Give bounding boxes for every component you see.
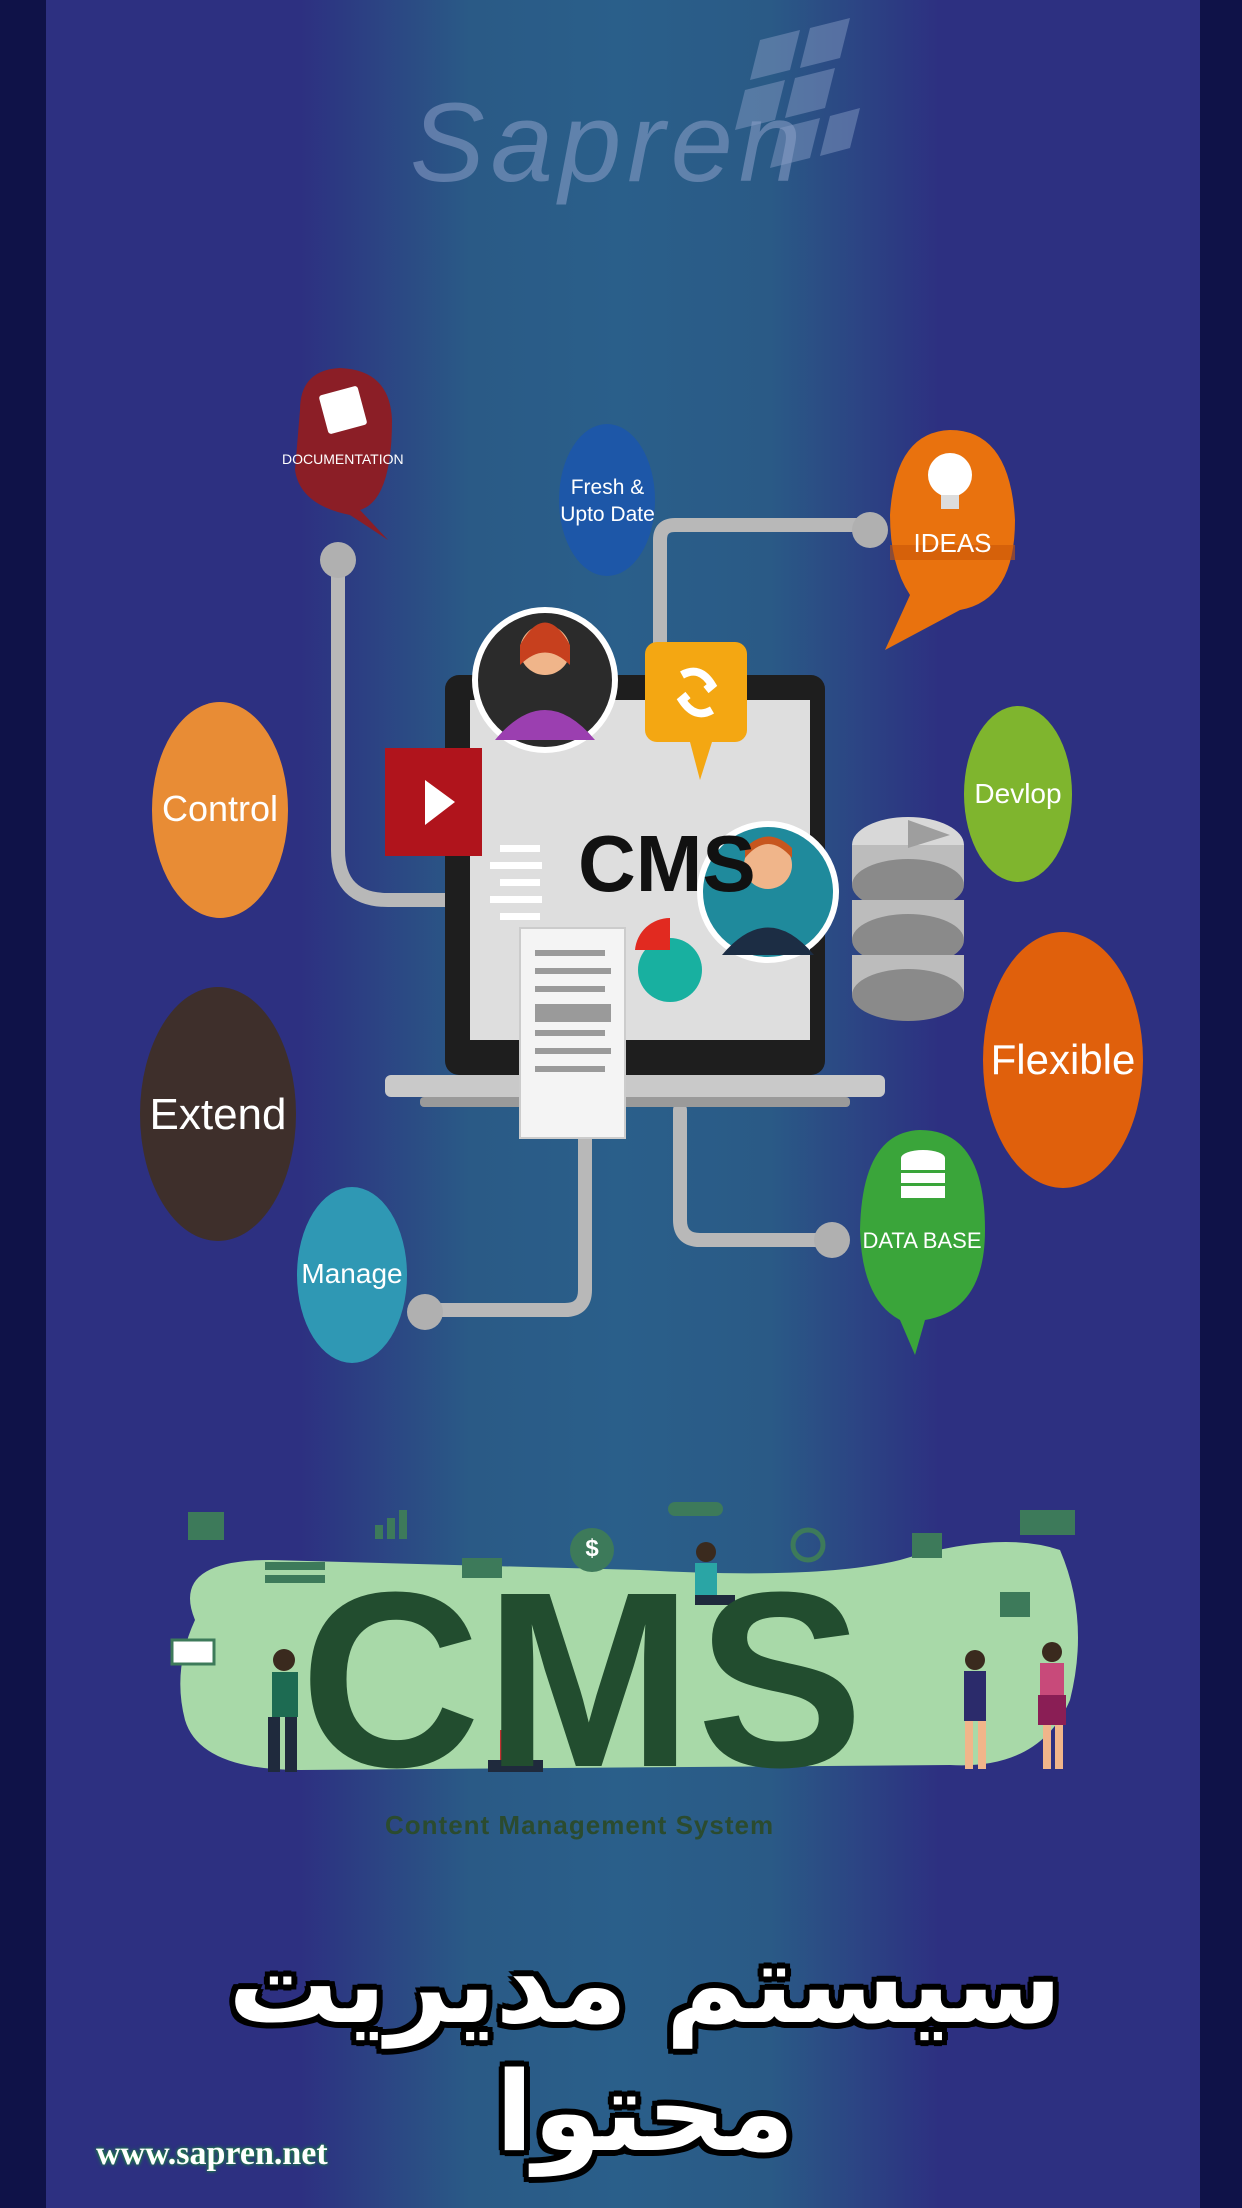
bubble-fresh-line-1: Fresh & <box>570 476 645 499</box>
screen-cms-label: CMS <box>578 819 756 908</box>
banner-cms-title: CMS <box>300 1540 868 1819</box>
bubble-manage-label: Manage <box>301 1258 403 1289</box>
bubble-fresh-label: Fresh & Upto Date <box>560 474 655 529</box>
sapren-logo: Sapren <box>410 80 808 205</box>
dollar-icon: $ <box>585 1535 599 1562</box>
banner-icons <box>170 1502 1075 1666</box>
banner-subtitle: Content Management System <box>385 1810 775 1840</box>
bubble-control-label: Control <box>161 788 279 829</box>
bubble-devlop-label: Devlop <box>974 778 1062 809</box>
bubble-database-label: DATA BASE <box>862 1228 982 1253</box>
website-link[interactable]: www.sapren.net <box>96 2135 328 2172</box>
bubble-documentation-label: DOCUMENTATION <box>282 451 404 467</box>
bubble-fresh-line-2: Upto Date <box>560 503 655 527</box>
bubble-extend-label: Extend <box>149 1090 287 1139</box>
bubble-flexible-label: Flexible <box>990 1036 1136 1083</box>
bubble-ideas-label: IDEAS <box>913 528 992 558</box>
persian-heading: سیستم مدیریت محتوا <box>228 1920 1062 2176</box>
